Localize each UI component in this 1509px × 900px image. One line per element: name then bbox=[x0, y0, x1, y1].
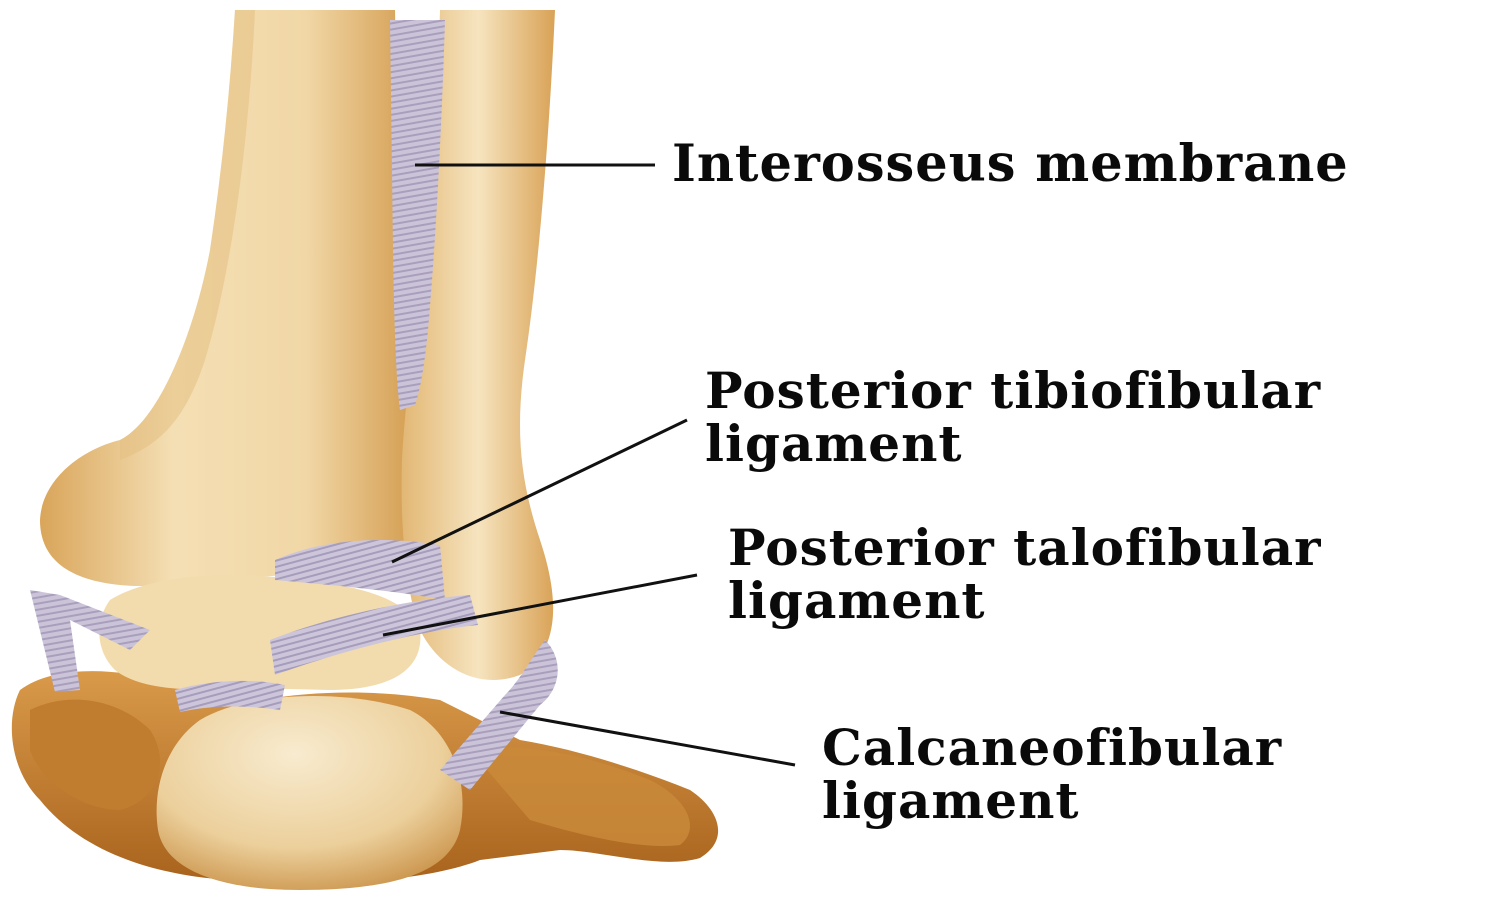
label-posterior-talofibular-line2: ligament bbox=[728, 575, 1322, 628]
label-posterior-tibiofibular-ligament: Posterior tibiofibular ligament bbox=[705, 365, 1321, 470]
label-posterior-talofibular-ligament: Posterior talofibular ligament bbox=[728, 522, 1322, 627]
label-calcaneofibular-line2: ligament bbox=[822, 775, 1282, 828]
label-interosseus-membrane-line1: Interosseus membrane bbox=[672, 138, 1349, 192]
label-posterior-tibiofibular-line2: ligament bbox=[705, 418, 1321, 471]
label-posterior-tibiofibular-line1: Posterior tibiofibular bbox=[705, 365, 1321, 418]
tibia bbox=[40, 10, 420, 586]
label-interosseus-membrane: Interosseus membrane bbox=[672, 138, 1349, 192]
label-calcaneofibular-ligament: Calcaneofibular ligament bbox=[822, 722, 1282, 827]
label-calcaneofibular-line1: Calcaneofibular bbox=[822, 722, 1282, 775]
label-posterior-talofibular-line1: Posterior talofibular bbox=[728, 522, 1322, 575]
calcaneus bbox=[157, 696, 463, 890]
